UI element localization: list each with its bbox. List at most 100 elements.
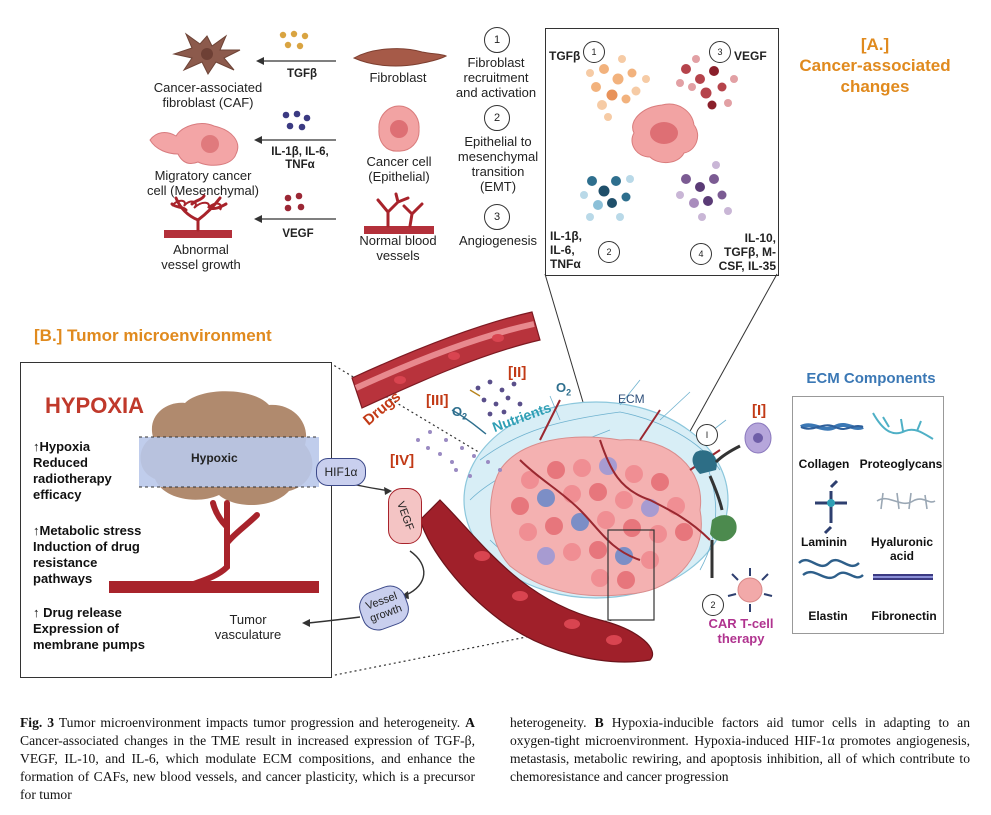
- signal-tgfb-line1: TGFβ: [286, 68, 317, 80]
- caption-left-part2: Cancer-associated changes in the TME res…: [20, 733, 475, 802]
- caf-cell-icon: [172, 32, 241, 75]
- cancer-cell-label: Cancer cell (Epithelial): [352, 154, 446, 184]
- process-1-line1: Fibroblast: [467, 55, 525, 70]
- process-3-line1: Angiogenesis: [458, 233, 538, 248]
- cancer-cell-label-line2: (Epithelial): [368, 169, 430, 184]
- normal-vessel-label-line1: Normal blood: [359, 233, 437, 248]
- hypoxia-effect-3-line2: Expression of: [33, 621, 119, 636]
- ecm-components-graphic: [798, 412, 936, 580]
- arrow-left-icon: [254, 136, 336, 144]
- inset-il-line2: IL-6,: [550, 243, 575, 257]
- circle-2-text: 2: [710, 600, 716, 610]
- ecm-proteoglycans-label: Proteoglycans: [859, 457, 943, 471]
- hif1a-node: HIF1α: [316, 458, 366, 486]
- migratory-cell-label: Migratory cancer cell (Mesenchymal): [126, 168, 280, 198]
- vegf-node: VEGF: [388, 488, 422, 544]
- step-number-1-text: 1: [493, 34, 501, 46]
- process-2-label: Epithelial to mesenchymal transition (EM…: [446, 134, 550, 194]
- ecm-hyaluronic-line1: Hyaluronic: [870, 535, 933, 549]
- inset-number-2: 2: [598, 241, 620, 263]
- process-1-label: Fibroblast recruitment and activation: [446, 55, 546, 100]
- hypoxia-effect-2-line2: Induction of drug: [33, 539, 140, 554]
- abnormal-vessel-label-line2: vessel growth: [161, 257, 241, 272]
- inset-il-label: IL-1β, IL-6, TNFα: [550, 229, 582, 271]
- step-number-3-text: 3: [493, 211, 501, 223]
- abnormal-vessel-icon: [164, 194, 232, 238]
- tumor-vasculature-label: Tumor vasculature: [208, 612, 288, 642]
- inset-il10-label: IL-10, TGFβ, M- CSF, IL-35: [712, 231, 776, 273]
- hypoxia-effect-2-line1: ↑Metabolic stress: [33, 523, 142, 538]
- fibroblast-label: Fibroblast: [352, 70, 444, 85]
- inset-number-4-text: 4: [698, 249, 704, 259]
- arrow-left-icon: [254, 215, 336, 223]
- inset-number-2-text: 2: [606, 247, 612, 257]
- cancer-cell-label-line1: Cancer cell: [366, 154, 432, 169]
- inset-number-1: 1: [583, 41, 605, 63]
- process-1-line3: and activation: [455, 85, 537, 100]
- car-t-line2: therapy: [717, 631, 765, 646]
- inset-il10-line1: IL-10,: [744, 231, 776, 245]
- process-1-line2: recruitment: [463, 70, 529, 85]
- normal-vessel-label-line2: vessels: [376, 248, 420, 263]
- inset-il-line1: IL-1β,: [550, 229, 582, 243]
- inset-tgfb-label: TGFβ: [549, 49, 581, 63]
- hypoxia-effect-1: ↑Hypoxia Reduced radiotherapy efficacy: [33, 439, 163, 503]
- process-2-line4: (EMT): [479, 179, 517, 194]
- panel-a-title: [A.] Cancer-associated changes: [799, 34, 950, 97]
- cytokine-inset-graphic: [580, 55, 738, 221]
- il10-cytokine-dots: [676, 161, 732, 221]
- immune-cell-blue: [692, 450, 717, 474]
- caption-right-part2: Hypoxia-inducible factors aid tumor cell…: [510, 715, 971, 784]
- roman-iv-label: [IV]: [390, 452, 415, 469]
- process-2-line3: transition: [471, 164, 525, 179]
- inset-number-3: 3: [709, 41, 731, 63]
- abnormal-vessel-label: Abnormal vessel growth: [136, 242, 266, 272]
- roman-i-label: [I]: [752, 402, 767, 419]
- car-t-label: CAR T-cell therapy: [696, 616, 786, 646]
- tumor-zoom-rect: [607, 529, 655, 621]
- signal-il-label: IL-1β, IL-6, TNFα: [254, 146, 346, 172]
- inset-number-1-text: 1: [591, 47, 597, 57]
- inset-number-3-text: 3: [717, 47, 723, 57]
- hypoxia-effect-1-line2: Reduced: [33, 455, 88, 470]
- arrow-nutrient: [469, 389, 481, 397]
- circle-i-marker: I: [696, 424, 718, 446]
- arrow-immune-2: [708, 475, 724, 511]
- migratory-cell-label-line1: Migratory cancer: [154, 168, 252, 183]
- hypoxia-box: HYPOXIA Hypoxic ↑Hypoxia Reduced radioth…: [20, 362, 332, 678]
- il-cytokine-dots: [580, 175, 634, 221]
- hypoxia-effect-1-line1: ↑Hypoxia: [33, 439, 91, 454]
- tgfb-dots-icon: [279, 30, 309, 50]
- arrow-immune-1: [714, 444, 741, 464]
- hypoxia-effect-3: ↑ Drug release Expression of membrane pu…: [33, 605, 173, 653]
- ecm-elastin-label: Elastin: [808, 609, 848, 623]
- o2-left-o: O: [452, 404, 463, 419]
- inset-il10-line2: TGFβ, M-: [724, 245, 776, 259]
- step-number-1: 1: [484, 27, 510, 53]
- signal-il-line1: IL-1β, IL-6,: [271, 146, 329, 158]
- ecm-hyaluronic-line2: acid: [889, 549, 914, 563]
- panel-a-title-line1: [A.]: [860, 35, 890, 54]
- hypoxia-effect-1-line3: radiotherapy: [33, 471, 112, 486]
- caf-label-line1: Cancer-associated: [153, 80, 263, 95]
- fibroblast-label-line1: Fibroblast: [369, 70, 427, 85]
- caf-label-line2: fibroblast (CAF): [162, 95, 254, 110]
- o2-right-sub: 2: [566, 387, 572, 398]
- caption-panel-b-marker: B: [594, 715, 604, 730]
- process-2-line1: Epithelial to: [464, 134, 532, 149]
- ecm-hyaluronic-label: Hyaluronic acid: [863, 535, 941, 563]
- caf-label: Cancer-associated fibroblast (CAF): [138, 80, 278, 110]
- caption-panel-a-marker: A: [465, 715, 475, 730]
- caption-right: heterogeneity. B Hypoxia-inducible facto…: [510, 714, 970, 786]
- o2-right-o: O: [556, 380, 567, 395]
- o2-label-right: O2: [556, 380, 571, 398]
- vegf-dots-icon: [284, 192, 305, 212]
- process-2-line2: mesenchymal: [457, 149, 539, 164]
- migratory-cell-icon: [149, 123, 239, 166]
- ecm-tumor-label: ECM: [618, 392, 645, 406]
- step-number-3: 3: [484, 204, 510, 230]
- caption-left-part1: Tumor microenvironment impacts tumor pro…: [54, 715, 466, 730]
- signal-vegf-label: VEGF: [262, 228, 334, 241]
- inset-vegf-label: VEGF: [734, 49, 767, 63]
- hypoxia-effect-3-line1: ↑ Drug release: [33, 605, 122, 620]
